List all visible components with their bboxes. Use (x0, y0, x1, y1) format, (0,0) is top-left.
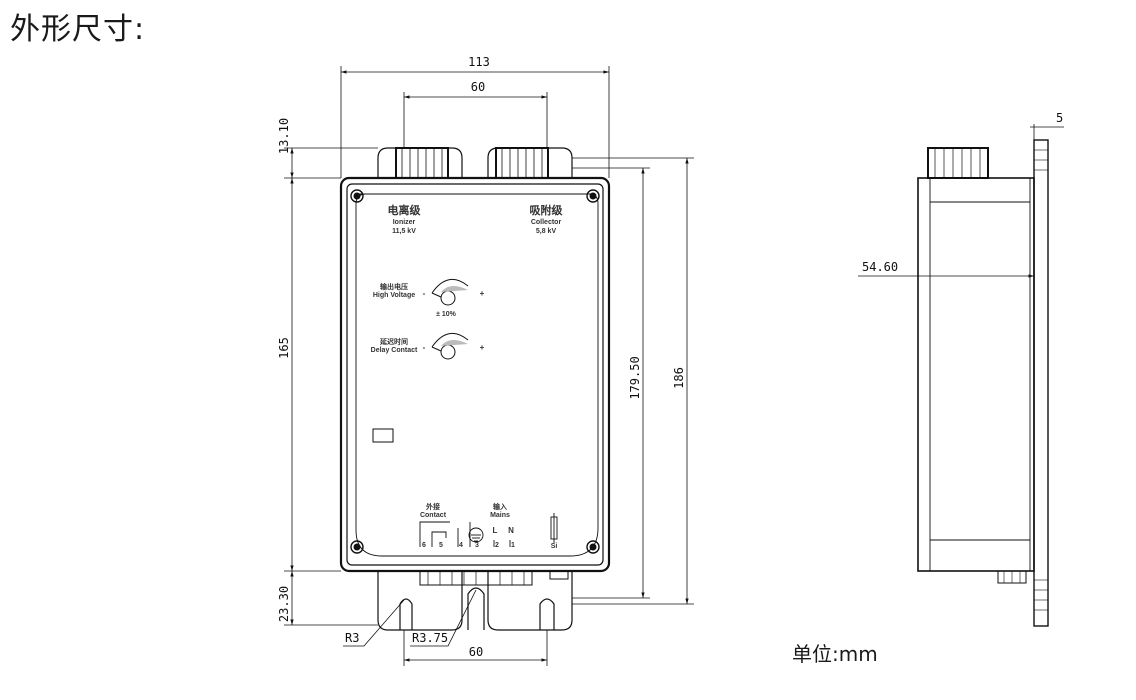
bottom-tab-right (487, 571, 573, 631)
dim-body-height: 165 (277, 337, 291, 359)
side-view (917, 139, 1049, 627)
mains-en: Mains (490, 512, 510, 519)
delay-cn: 延迟时间 (379, 337, 408, 346)
hv-minus: - (423, 289, 426, 298)
term-2: 2 (495, 542, 499, 549)
mains-cn: 输入 (493, 502, 507, 511)
delay-plus: + (480, 343, 485, 352)
top-gland-right (495, 147, 549, 179)
side-dimensions (858, 124, 1064, 278)
term-L: L (493, 526, 498, 535)
term-3: 3 (475, 542, 479, 549)
delay-knob (431, 332, 469, 360)
page-heading: 外形尺寸: (10, 12, 146, 47)
indicator-window (372, 428, 394, 443)
contact-en: Contact (420, 512, 447, 519)
term-N: N (508, 526, 514, 535)
dim-side-depth: 54.60 (862, 260, 898, 274)
delay-en: Delay Contact (371, 347, 418, 354)
panel-labels: 电离级 Ionizer 11,5 kV 吸附级 Collector 5,8 kV… (371, 203, 564, 550)
bottom-tab-left (377, 571, 463, 631)
collector-cn: 吸附级 (530, 203, 564, 217)
hv-en: High Voltage (373, 292, 415, 299)
dim-bottom-spacing: 60 (469, 645, 483, 659)
ionizer-en: Ionizer (393, 219, 416, 226)
dim-radius-large: R3.75 (412, 631, 448, 645)
top-gland-left (395, 147, 449, 179)
dim-inner-height: 179.50 (628, 356, 642, 399)
dim-top-spacing: 60 (471, 80, 485, 94)
front-view (339, 147, 611, 631)
side-flange (1033, 139, 1049, 627)
collector-kv: 5,8 kV (536, 228, 557, 235)
slot-mid (467, 587, 485, 630)
slot-left (399, 598, 413, 630)
label-panel (355, 193, 599, 557)
side-body (917, 177, 1035, 572)
units-note: 单位:mm (792, 642, 878, 666)
slot-right (539, 598, 555, 630)
ionizer-cn: 电离级 (388, 203, 422, 217)
housing-inner (346, 183, 604, 566)
term-5: 5 (439, 542, 443, 549)
term-6: 6 (422, 542, 426, 549)
dim-overall-width: 113 (468, 55, 490, 69)
corner-screws (350, 189, 600, 554)
hv-knob (431, 278, 469, 306)
dim-radius-small: R3 (345, 631, 359, 645)
front-dimension-labels: 113 60 60 13.10 165 23.30 179.50 186 R3 … (277, 55, 686, 659)
ionizer-kv: 11,5 kV (392, 228, 416, 235)
term-4: 4 (459, 542, 463, 549)
dim-flange-thickness: 5 (1056, 111, 1063, 125)
hv-cn: 输出电压 (380, 282, 408, 291)
fuse-label: Si (551, 543, 558, 550)
terminal-markings (419, 513, 558, 547)
hv-plus: + (480, 289, 485, 298)
delay-minus: - (423, 343, 426, 352)
dim-top-offset: 13.10 (277, 118, 291, 154)
dim-overall-height: 186 (672, 367, 686, 389)
front-dimensions (284, 66, 694, 666)
contact-cn: 外接 (426, 502, 440, 511)
hv-tolerance: ± 10% (436, 311, 457, 318)
side-dimension-labels: 5 54.60 (862, 111, 1063, 274)
housing-outer (339, 176, 611, 573)
collector-en: Collector (531, 219, 562, 226)
term-1: 1 (511, 542, 515, 549)
dim-bottom-offset: 23.30 (277, 586, 291, 622)
